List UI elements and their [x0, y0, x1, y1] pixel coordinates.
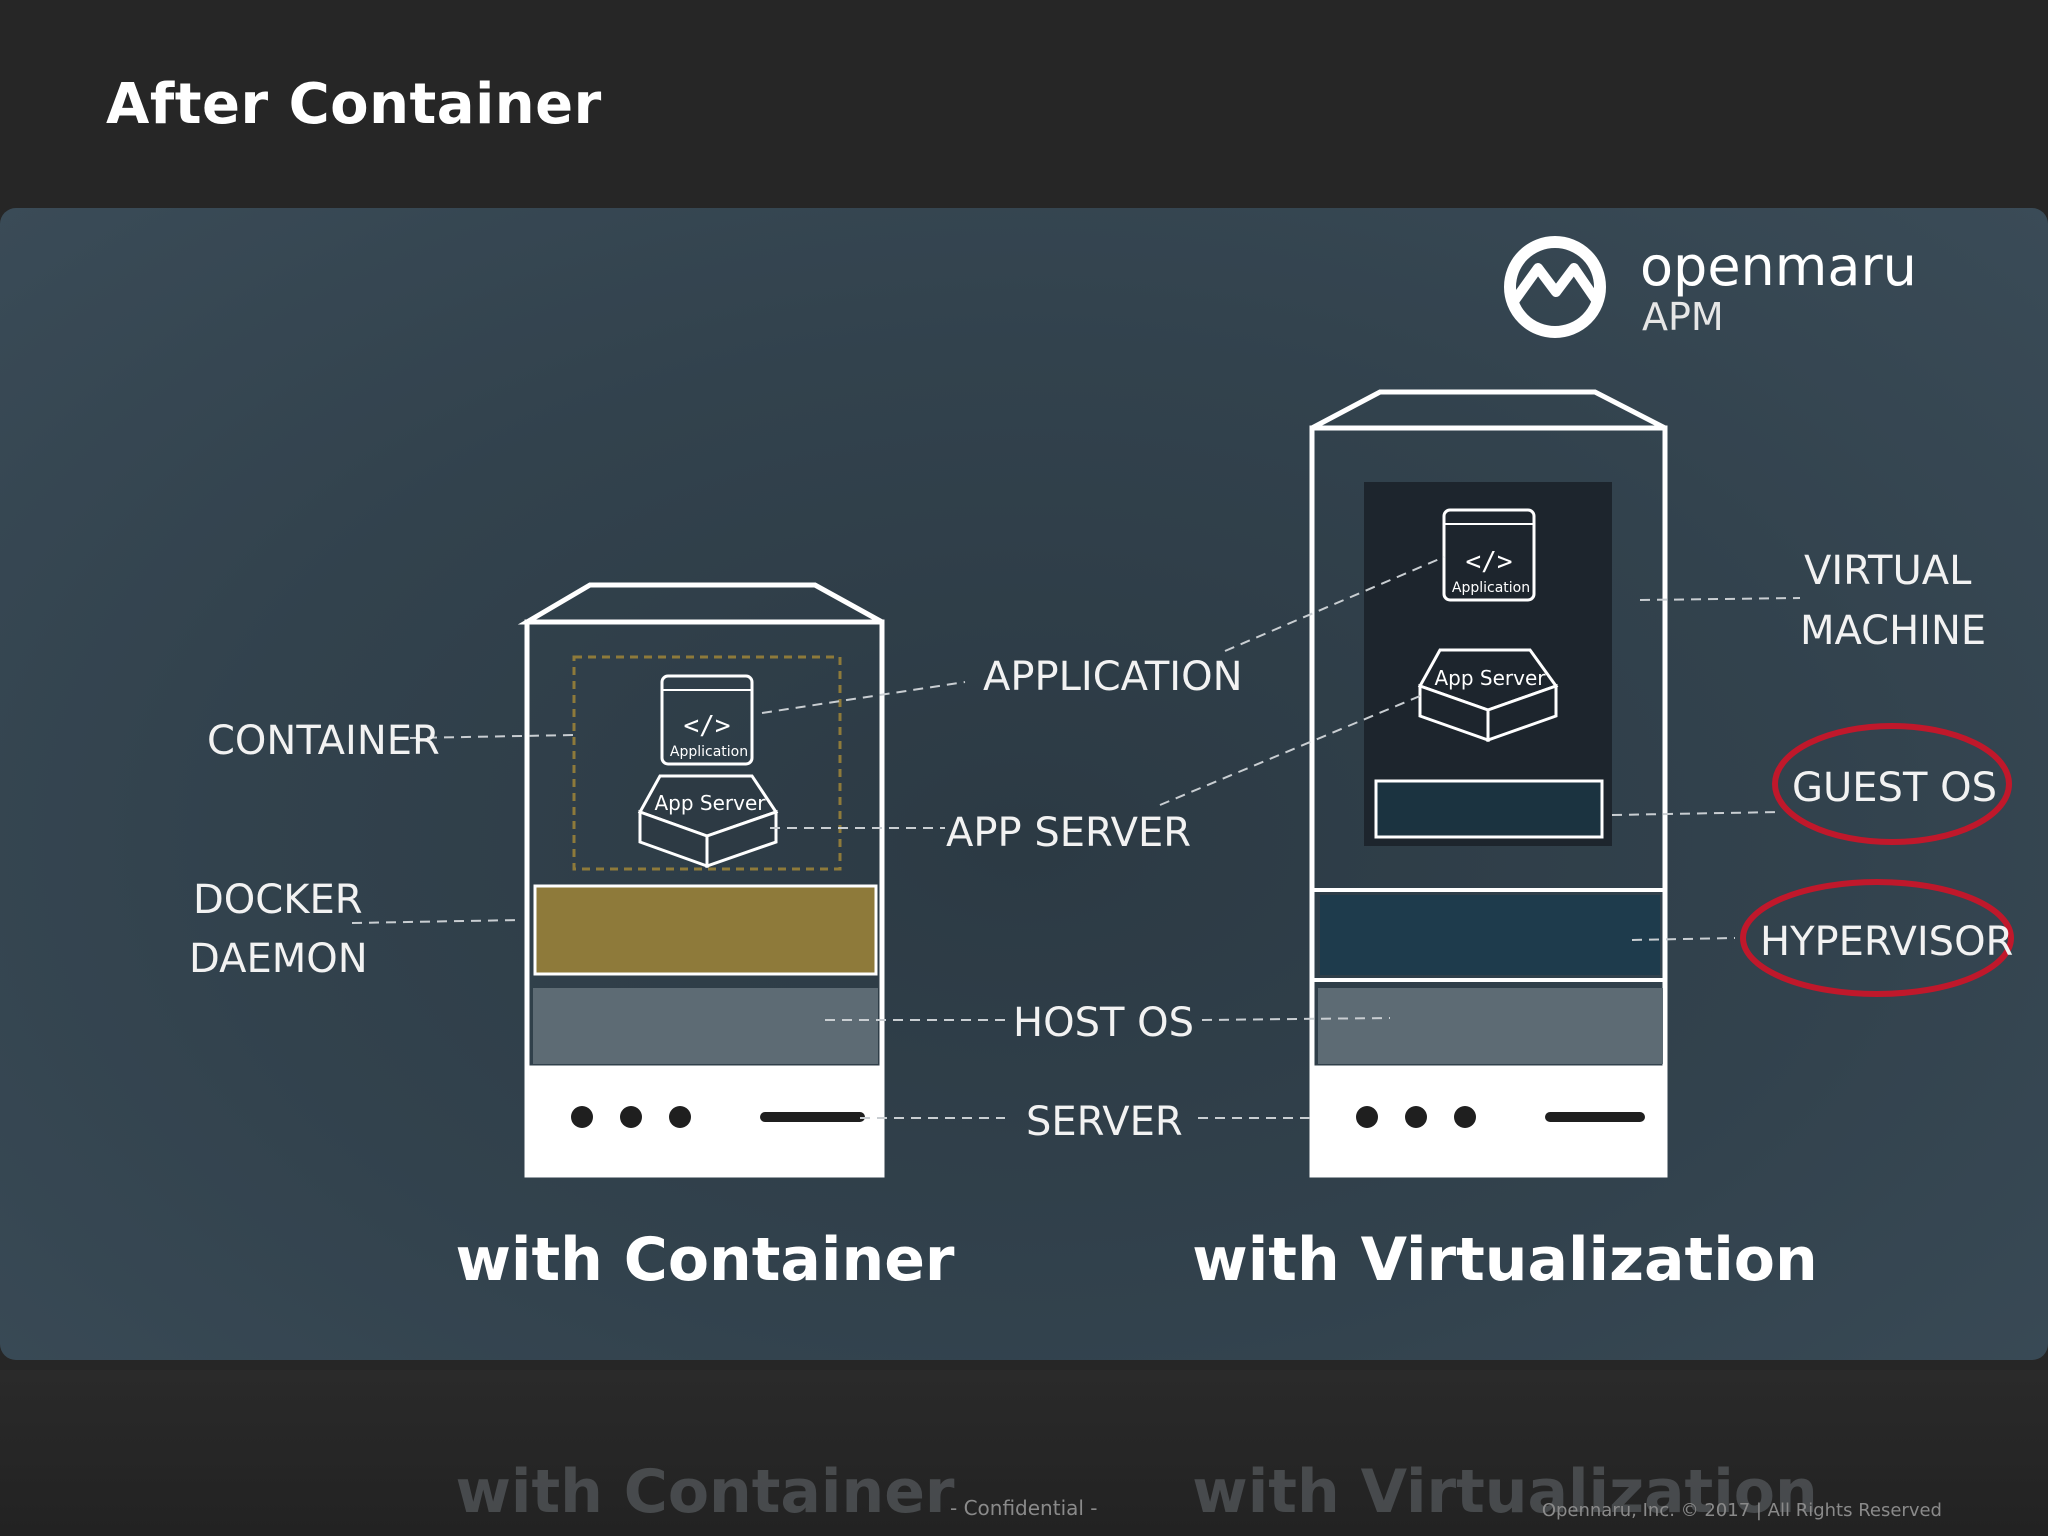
- label-hypervisor: HYPERVISOR: [1760, 919, 2013, 965]
- label-container: CONTAINER: [207, 718, 440, 764]
- virtualization-server: </> Application App Server: [1309, 389, 1668, 1178]
- footer-confidential: - Confidential -: [950, 1496, 1098, 1520]
- openmaru-logo: openmaru APM: [1504, 235, 1917, 339]
- label-app-server: APP SERVER: [946, 810, 1191, 856]
- svg-text:</>: </>: [1466, 547, 1513, 577]
- vm-app-server-icon: App Server: [1417, 648, 1559, 743]
- vm-application-icon-text: Application: [1452, 580, 1530, 596]
- vm-host-os-layer: [1318, 988, 1663, 1064]
- container-application-icon-text: Application: [670, 744, 748, 760]
- caption-with-virtualization: with Virtualization: [1192, 1225, 1817, 1295]
- container-vs-vm-diagram: openmaru APM </> Application App Server: [189, 235, 2014, 1295]
- diagram-panel: openmaru APM </> Application App Server: [0, 208, 2048, 1360]
- slide-title: After Container: [106, 72, 602, 137]
- vm-application-icon: </> Application: [1442, 508, 1536, 602]
- container-app-server-icon-text: App Server: [654, 791, 766, 815]
- logo-brand: openmaru: [1640, 235, 1917, 298]
- reflection-with-virtualization: with Virtualization: [1192, 1457, 1817, 1527]
- label-virtual-machine-line2: MACHINE: [1800, 608, 1986, 654]
- container-server-roof: [517, 582, 884, 625]
- footer-copyright: Opennaru, Inc. © 2017 | All Rights Reser…: [1541, 1500, 1942, 1521]
- container-host-os-layer: [533, 988, 878, 1064]
- label-application: APPLICATION: [983, 654, 1243, 700]
- vm-server-base: [1312, 1068, 1665, 1175]
- caption-with-container: with Container: [456, 1225, 955, 1295]
- logo-product: APM: [1642, 295, 1724, 339]
- reflection-svg: with Container with Virtualization: [456, 1457, 1818, 1527]
- container-server-base: [527, 1068, 882, 1175]
- vm-server-roof: [1310, 389, 1667, 431]
- label-docker-daemon-line2: DAEMON: [189, 936, 368, 982]
- openmaru-logo-mark-icon: [1504, 236, 1606, 338]
- guest-os-layer: [1374, 779, 1604, 839]
- svg-text:</>: </>: [684, 711, 731, 741]
- hypervisor-layer: [1320, 895, 1660, 975]
- container-application-icon: </> Application: [660, 674, 754, 766]
- docker-daemon-layer: [533, 884, 878, 976]
- label-host-os: HOST OS: [1013, 1000, 1194, 1046]
- label-server: SERVER: [1026, 1099, 1183, 1145]
- label-virtual-machine-line1: VIRTUAL: [1804, 548, 1972, 594]
- container-boundary: [572, 655, 842, 871]
- leader-lines: [351, 556, 1801, 1119]
- label-guest-os: GUEST OS: [1792, 765, 1997, 811]
- guest-os-highlight-circle: [1772, 723, 2012, 845]
- vm-app-server-icon-text: App Server: [1434, 666, 1546, 690]
- reflection-with-container: with Container: [456, 1457, 955, 1527]
- label-docker-daemon-line1: DOCKER: [193, 877, 363, 923]
- caption-reflection: with Container with Virtualization: [0, 1370, 2048, 1536]
- container-app-server-icon: App Server: [637, 774, 779, 869]
- hypervisor-highlight-circle: [1740, 879, 2014, 997]
- container-server: </> Application App Server: [517, 582, 885, 1178]
